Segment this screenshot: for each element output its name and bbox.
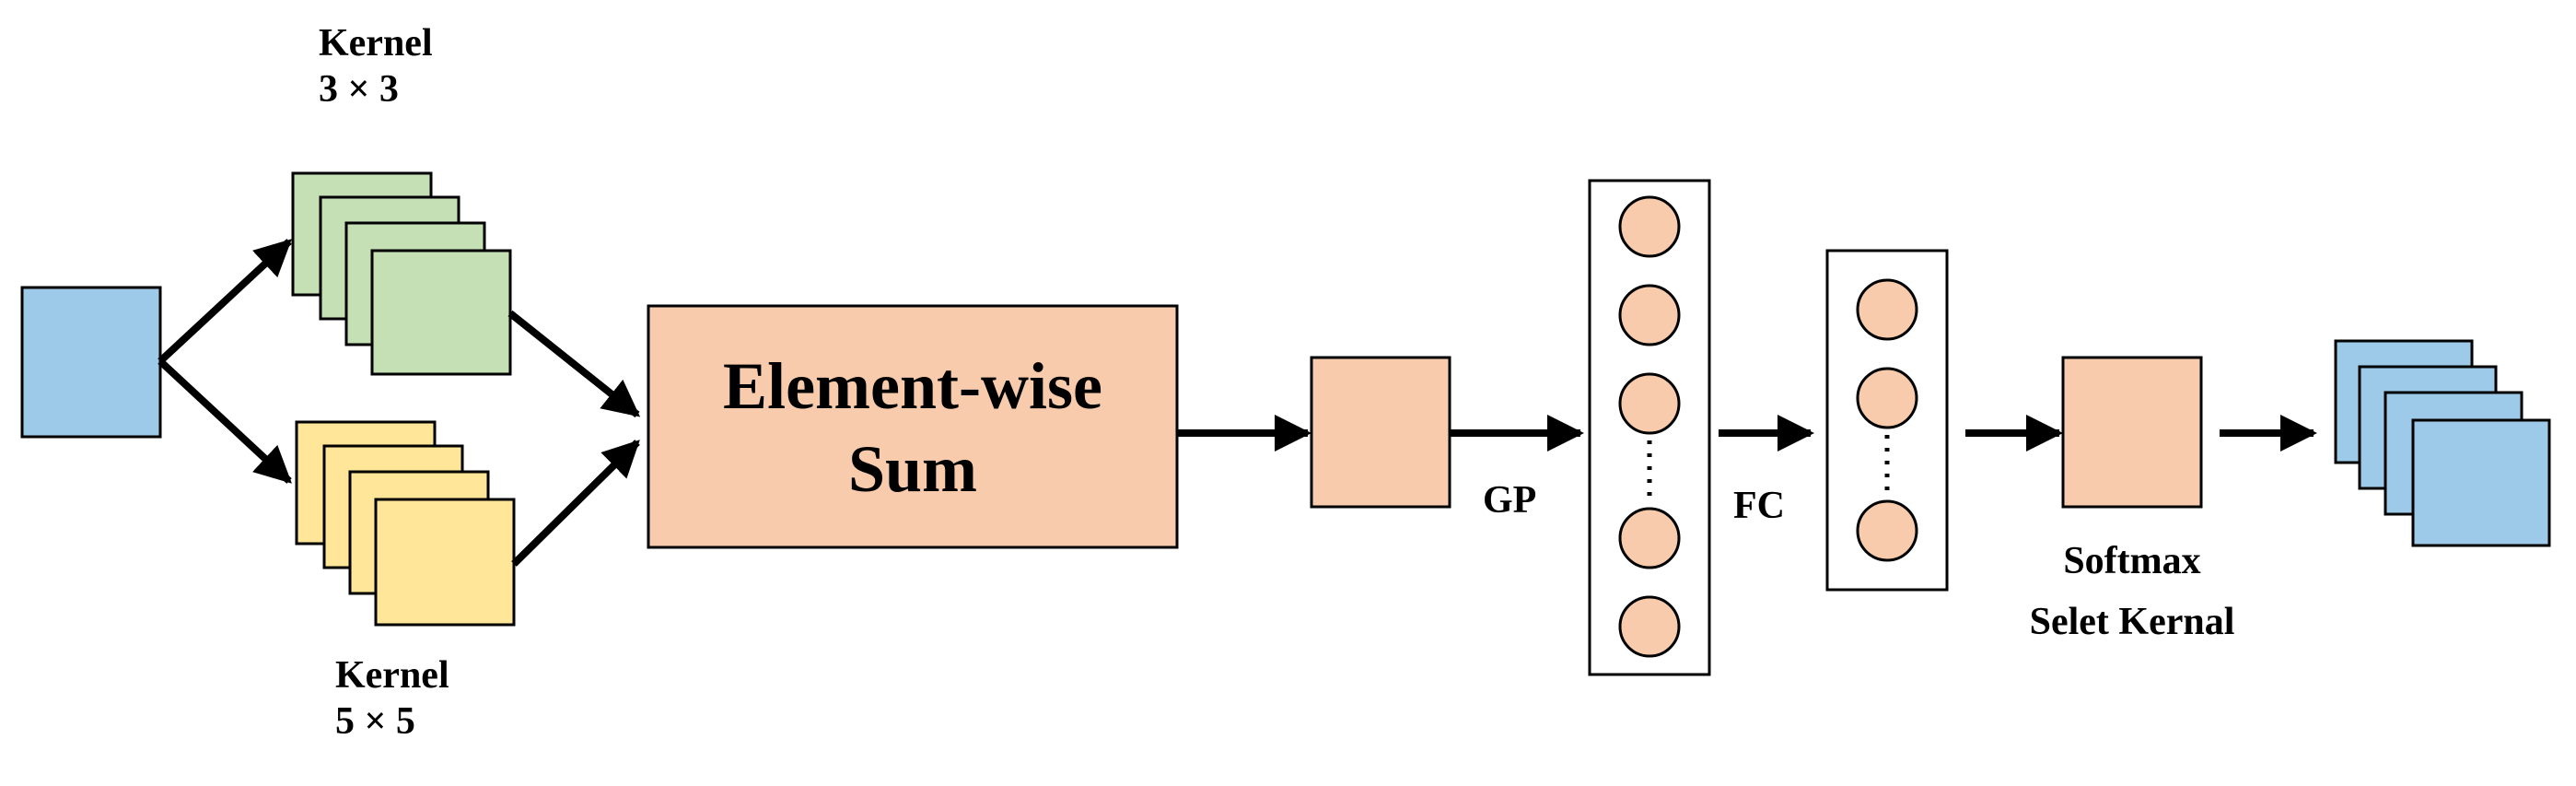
kernel-5x5-name: Kernel [335, 654, 449, 697]
kernel-3x3-label: Kernel 3 × 3 [319, 20, 433, 112]
element-wise-sum-label: Element-wise Sum [648, 345, 1177, 510]
fused-feature-map [1310, 356, 1451, 509]
softmax-label-line2: Selet Kernal [2029, 601, 2235, 643]
split-arrow-to-5x5 [157, 358, 292, 484]
element-wise-sum-line1: Element-wise [723, 349, 1102, 423]
softmax-box [2061, 356, 2203, 509]
element-wise-sum-box [647, 304, 1179, 549]
kernel-3x3-stack [291, 171, 512, 376]
fc-label: FC [1733, 485, 1785, 527]
kernel-3x3-name: Kernel [319, 22, 433, 65]
gp-label: GP [1483, 479, 1537, 522]
output-feature-stack [2334, 339, 2551, 547]
gp-vector-nodes [1618, 195, 1681, 658]
fc-vector-nodes [1856, 278, 1918, 562]
kernel-5x5-label: Kernel 5 × 5 [335, 652, 449, 745]
kernel-5x5-stack [295, 420, 516, 627]
element-wise-sum-line2: Sum [847, 432, 978, 506]
merge-arrow-from-5x5 [511, 440, 640, 567]
split-arrow-to-3x3 [157, 239, 292, 364]
input-feature-map [20, 286, 162, 439]
softmax-label: Softmax Selet Kernal [1980, 538, 2284, 645]
kernel-3x3-size: 3 × 3 [319, 68, 399, 111]
softmax-label-line1: Softmax [2063, 540, 2201, 582]
kernel-5x5-size: 5 × 5 [335, 700, 415, 743]
merge-arrow-from-3x3 [507, 310, 641, 418]
